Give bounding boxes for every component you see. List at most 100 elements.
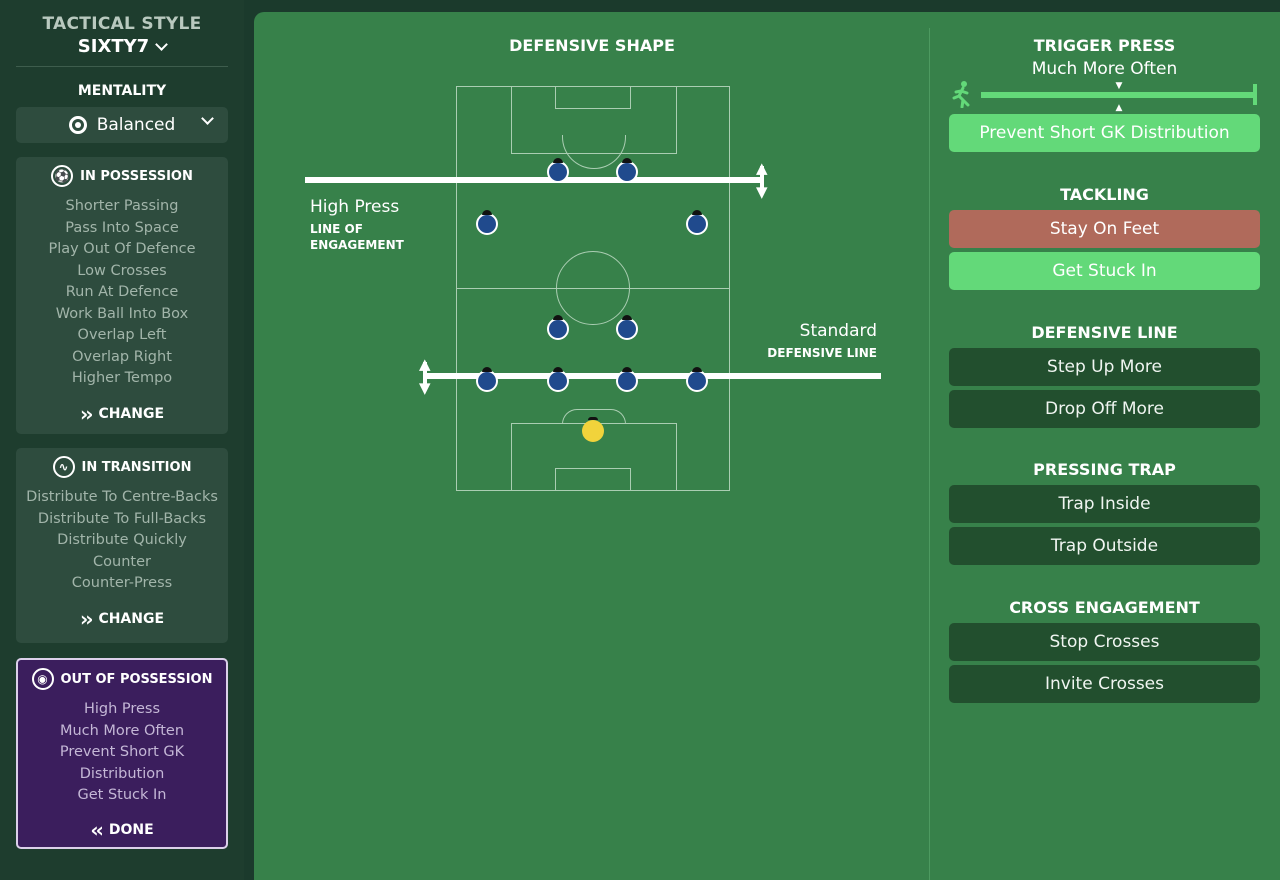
button-label: Step Up More bbox=[1047, 357, 1162, 377]
player-marker[interactable] bbox=[547, 367, 569, 392]
button-label: Trap Outside bbox=[1050, 536, 1159, 556]
defensive-line bbox=[425, 373, 881, 379]
mentality-dropdown[interactable]: Balanced bbox=[16, 107, 228, 143]
trigger-press-slider[interactable] bbox=[981, 92, 1256, 98]
list-item: Get Stuck In bbox=[77, 787, 167, 803]
list-item: Much More Often bbox=[59, 722, 185, 739]
player-marker[interactable] bbox=[686, 210, 708, 235]
defensive-line-title: DEFENSIVE LINE bbox=[1031, 323, 1178, 342]
line-of-engagement-handle[interactable] bbox=[760, 166, 764, 194]
player-marker[interactable] bbox=[616, 315, 638, 340]
double-chevron-right-icon: ›› bbox=[79, 606, 94, 631]
centre-circle bbox=[556, 251, 630, 325]
engagement-label: LINE OF ENGAGEMENT bbox=[310, 221, 404, 253]
ball-icon: ⚽ bbox=[51, 165, 74, 187]
engagement-value: High Press bbox=[310, 197, 400, 217]
in-transition-change-button[interactable]: ›› CHANGE bbox=[16, 609, 228, 629]
pressing-trap-title: PRESSING TRAP bbox=[1033, 460, 1176, 479]
list-item: Overlap Right bbox=[72, 348, 172, 365]
double-chevron-right-icon: ›› bbox=[79, 401, 94, 426]
line-of-engagement bbox=[305, 177, 764, 183]
player-marker[interactable] bbox=[547, 315, 569, 340]
trigger-press-value: Much More Often bbox=[1031, 59, 1178, 79]
card-header: ◉ OUT OF POSSESSION bbox=[18, 660, 226, 690]
player-marker[interactable] bbox=[476, 210, 498, 235]
goalkeeper-marker[interactable] bbox=[582, 417, 604, 442]
stop-crosses-button[interactable]: Stop Crosses bbox=[949, 623, 1260, 661]
prevent-short-gk-distribution-button[interactable]: Prevent Short GK Distribution bbox=[949, 114, 1260, 152]
trap-outside-button[interactable]: Trap Outside bbox=[949, 527, 1260, 565]
shield-ball-icon: ◉ bbox=[31, 668, 54, 690]
card-header: ⚽ IN POSSESSION bbox=[16, 157, 228, 187]
in-possession-card: ⚽ IN POSSESSION Shorter Passing Pass Int… bbox=[16, 157, 228, 434]
divider bbox=[16, 66, 228, 67]
double-chevron-left-icon: ‹‹ bbox=[90, 817, 104, 842]
list-item: Prevent Short GK bbox=[59, 744, 185, 760]
tackling-title: TACKLING bbox=[1060, 185, 1149, 204]
defline-value: Standard bbox=[799, 321, 877, 341]
button-label: Trap Inside bbox=[1058, 494, 1151, 514]
list-item: Play Out Of Defence bbox=[48, 241, 196, 257]
button-label: Invite Crosses bbox=[1044, 674, 1165, 694]
button-label: Get Stuck In bbox=[1052, 261, 1157, 281]
card-title: OUT OF POSSESSION bbox=[60, 671, 213, 687]
trigger-press-title: TRIGGER PRESS bbox=[1033, 36, 1176, 55]
out-of-possession-card[interactable]: ◉ OUT OF POSSESSION High Press Much More… bbox=[16, 658, 228, 849]
player-marker[interactable] bbox=[547, 158, 569, 183]
out-of-possession-done-button[interactable]: ‹‹ DONE bbox=[18, 820, 226, 840]
player-marker[interactable] bbox=[616, 158, 638, 183]
list-item: Low Crosses bbox=[77, 262, 167, 279]
drop-off-more-button[interactable]: Drop Off More bbox=[949, 390, 1260, 428]
stay-on-feet-button[interactable]: Stay On Feet bbox=[949, 210, 1260, 248]
mentality-value: Balanced bbox=[96, 115, 176, 135]
six-yard-box-top bbox=[555, 86, 631, 109]
list-item: Distribute To Full-Backs bbox=[37, 510, 207, 527]
in-possession-change-button[interactable]: ›› CHANGE bbox=[16, 404, 228, 424]
chevron-down-icon bbox=[201, 112, 214, 125]
tactical-style-name: SIXTY7 bbox=[77, 36, 150, 57]
tactical-style-header: TACTICAL STYLE SIXTY7 bbox=[0, 0, 244, 57]
engagement-label-line: LINE OF bbox=[310, 222, 363, 236]
mentality-title: MENTALITY bbox=[77, 83, 167, 99]
list-item: Pass Into Space bbox=[65, 219, 179, 236]
instruction-list: High Press Much More Often Prevent Short… bbox=[18, 699, 226, 807]
button-label: Drop Off More bbox=[1045, 399, 1164, 419]
six-yard-box-bottom bbox=[555, 468, 631, 491]
arrow-up-icon: ▲ bbox=[419, 355, 431, 373]
instruction-list: Shorter Passing Pass Into Space Play Out… bbox=[16, 196, 228, 390]
defline-label: DEFENSIVE LINE bbox=[767, 346, 877, 360]
engagement-label-line: ENGAGEMENT bbox=[310, 238, 404, 252]
list-item: Counter-Press bbox=[71, 575, 173, 591]
button-label: Stop Crosses bbox=[1049, 632, 1160, 652]
list-item: Run At Defence bbox=[65, 284, 179, 300]
invite-crosses-button[interactable]: Invite Crosses bbox=[949, 665, 1260, 703]
list-item: Counter bbox=[93, 553, 151, 570]
list-item: Distribute Quickly bbox=[57, 532, 187, 548]
player-marker[interactable] bbox=[476, 367, 498, 392]
list-item: Shorter Passing bbox=[65, 198, 179, 214]
get-stuck-in-button[interactable]: Get Stuck In bbox=[949, 252, 1260, 290]
card-title: IN POSSESSION bbox=[80, 168, 193, 184]
column-divider bbox=[929, 28, 930, 880]
defensive-line-handle[interactable] bbox=[423, 362, 427, 390]
player-marker[interactable] bbox=[686, 367, 708, 392]
list-item: Higher Tempo bbox=[71, 370, 173, 386]
list-item: Overlap Left bbox=[77, 327, 167, 343]
running-player-icon bbox=[952, 81, 970, 108]
instruction-list: Distribute To Centre-Backs Distribute To… bbox=[16, 487, 228, 595]
tactical-style-title: TACTICAL STYLE bbox=[42, 14, 202, 34]
cross-engagement-title: CROSS ENGAGEMENT bbox=[1009, 598, 1200, 617]
chevron-down-icon bbox=[155, 37, 169, 51]
arrow-down-icon: ▼ bbox=[756, 183, 768, 201]
transition-icon: ∿ bbox=[52, 456, 75, 478]
tactical-style-dropdown[interactable]: SIXTY7 bbox=[77, 36, 169, 57]
in-transition-card: ∿ IN TRANSITION Distribute To Centre-Bac… bbox=[16, 448, 228, 643]
slider-thumb[interactable]: ▼▲ bbox=[1115, 81, 1123, 113]
button-label: DONE bbox=[108, 821, 154, 838]
step-up-more-button[interactable]: Step Up More bbox=[949, 348, 1260, 386]
main-panel bbox=[254, 12, 1280, 880]
trap-inside-button[interactable]: Trap Inside bbox=[949, 485, 1260, 523]
arrow-up-icon: ▲ bbox=[756, 159, 768, 177]
button-label: CHANGE bbox=[98, 610, 165, 627]
player-marker[interactable] bbox=[616, 367, 638, 392]
